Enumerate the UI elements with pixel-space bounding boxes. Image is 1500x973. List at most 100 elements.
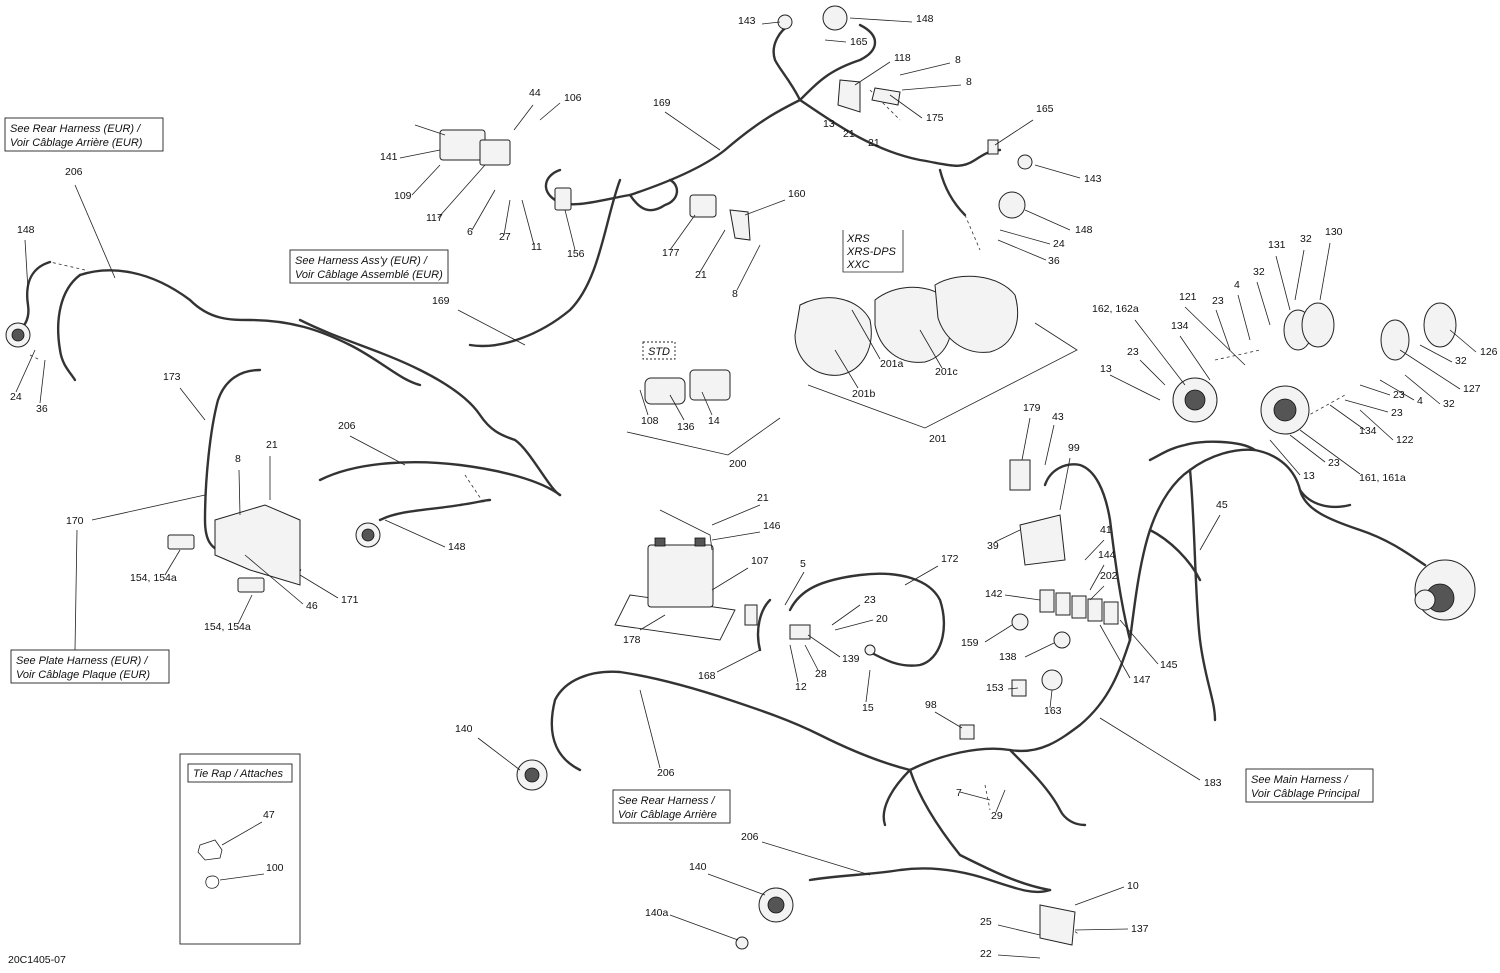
ring-130-icon	[1301, 302, 1335, 348]
ref-r141: 141	[380, 151, 398, 163]
lamp-154b-icon	[237, 577, 265, 593]
ref-r121: 121	[1179, 291, 1197, 303]
ref-r165b: 165	[1036, 103, 1054, 115]
ref-r109: 109	[394, 190, 412, 202]
lamp-163-icon	[1041, 669, 1063, 691]
module-137-icon	[1039, 904, 1076, 946]
ref-r206b: 206	[338, 420, 356, 432]
ref-r206c: 206	[657, 767, 675, 779]
ref-r10: 10	[1127, 880, 1139, 892]
module-177-icon	[689, 194, 717, 218]
lamp-143-icon	[777, 14, 793, 30]
ref-r202: 202	[1100, 570, 1118, 582]
ref-r36b: 36	[36, 403, 48, 415]
note-plate-harness-eur-2: Voir Câblage Plaque (EUR)	[16, 669, 150, 681]
ref-r4a: 4	[1234, 279, 1240, 291]
ref-r23d: 23	[1391, 407, 1403, 419]
ref-r21c: 21	[695, 269, 707, 281]
speaker-162-icon	[1172, 377, 1218, 423]
ref-r136: 136	[677, 421, 695, 433]
lamp-148b-icon	[998, 191, 1026, 219]
ref-r108: 108	[641, 415, 659, 427]
ref-r100: 100	[266, 862, 284, 874]
ref-r98: 98	[925, 699, 937, 711]
ref-r140a: 140	[455, 723, 473, 735]
variant-xrs-dps: XRS-DPS	[846, 246, 897, 258]
ref-r12: 12	[795, 681, 807, 693]
ref-r177: 177	[662, 247, 680, 259]
tie-rap-47-icon	[197, 839, 223, 861]
ref-r14: 14	[708, 415, 720, 427]
lamp-148-icon	[822, 5, 848, 31]
ref-r130: 130	[1325, 226, 1343, 238]
ref-r206a: 206	[65, 166, 83, 178]
ref-r20: 20	[876, 613, 888, 625]
ref-r134a: 134	[1171, 320, 1189, 332]
note-harness-assy-eur-2: Voir Câblage Assemblé (EUR)	[295, 269, 443, 281]
ref-r44: 44	[529, 87, 541, 99]
ref-r169b: 169	[432, 295, 450, 307]
relay-box-39-icon	[1019, 514, 1066, 566]
ref-r159: 159	[961, 637, 979, 649]
ref-r41: 41	[1100, 524, 1112, 536]
ref-r8c: 8	[732, 288, 738, 300]
note-rear-harness-eur-2: Voir Câblage Arrière (EUR)	[10, 137, 143, 149]
ref-r148a: 148	[916, 13, 934, 25]
ref-r8d: 8	[235, 453, 241, 465]
ref-r142: 142	[985, 588, 1003, 600]
ref-r32c: 32	[1455, 355, 1467, 367]
ref-r23a: 23	[1212, 295, 1224, 307]
relay-153-icon	[1011, 679, 1027, 697]
ref-r169a: 169	[653, 97, 671, 109]
ref-r8a: 8	[955, 54, 961, 66]
speaker-161-icon	[1260, 385, 1310, 435]
gauge-std-icon	[689, 369, 731, 401]
ref-r175: 175	[926, 112, 944, 124]
fuse-block-202-icon	[1039, 589, 1119, 625]
ref-r148c: 148	[17, 224, 35, 236]
ref-r106: 106	[564, 92, 582, 104]
ref-r15: 15	[862, 702, 874, 714]
ref-r29: 29	[991, 810, 1003, 822]
bulb-140a-icon	[735, 936, 749, 950]
bracket-160-icon	[729, 209, 751, 241]
ref-r154a: 154, 154a	[130, 572, 177, 584]
ref-r32d: 32	[1443, 398, 1455, 410]
ref-r24a: 24	[1053, 238, 1065, 250]
ref-r117: 117	[426, 212, 443, 224]
ref-r168: 168	[698, 670, 716, 682]
ref-r8b: 8	[966, 76, 972, 88]
ref-r7: 7	[956, 787, 962, 799]
note-rear-harness-eur-1: See Rear Harness (EUR) /	[10, 123, 141, 135]
ref-r118: 118	[894, 52, 911, 64]
lamp-154-icon	[167, 534, 195, 550]
group-brackets	[626, 322, 1078, 456]
ref-r161: 161, 161a	[1359, 472, 1406, 484]
ref-r22: 22	[980, 948, 992, 960]
ref-r201c: 201c	[935, 366, 958, 378]
ref-r36a: 36	[1048, 255, 1060, 267]
ref-r39: 39	[987, 540, 999, 552]
ref-r201a: 201a	[880, 358, 904, 370]
note-rear-harness-1: See Rear Harness /	[618, 795, 716, 807]
sensor-159-icon	[1011, 613, 1029, 631]
ref-r154b: 154, 154a	[204, 621, 251, 633]
ref-r160: 160	[788, 188, 806, 200]
ref-r140b: 140	[689, 861, 707, 873]
ref-r11: 11	[531, 241, 542, 253]
ref-r21d: 21	[266, 439, 278, 451]
lamp-143b-icon	[1017, 154, 1033, 170]
ref-r162: 162, 162a	[1092, 303, 1139, 315]
plate-bracket-171-icon	[214, 504, 301, 586]
ref-r13b: 13	[1100, 363, 1112, 375]
note-plate-harness-eur-1: See Plate Harness (EUR) /	[16, 655, 148, 667]
relay-156-icon	[554, 187, 572, 211]
ref-r32a: 32	[1300, 233, 1312, 245]
ref-r25: 25	[980, 916, 992, 928]
ref-r28: 28	[815, 668, 827, 680]
note-main-harness-1: See Main Harness /	[1251, 774, 1349, 786]
ref-r21a: 21	[843, 128, 855, 140]
switch-141-icon	[414, 124, 511, 166]
bracket-179-icon	[1009, 459, 1031, 491]
